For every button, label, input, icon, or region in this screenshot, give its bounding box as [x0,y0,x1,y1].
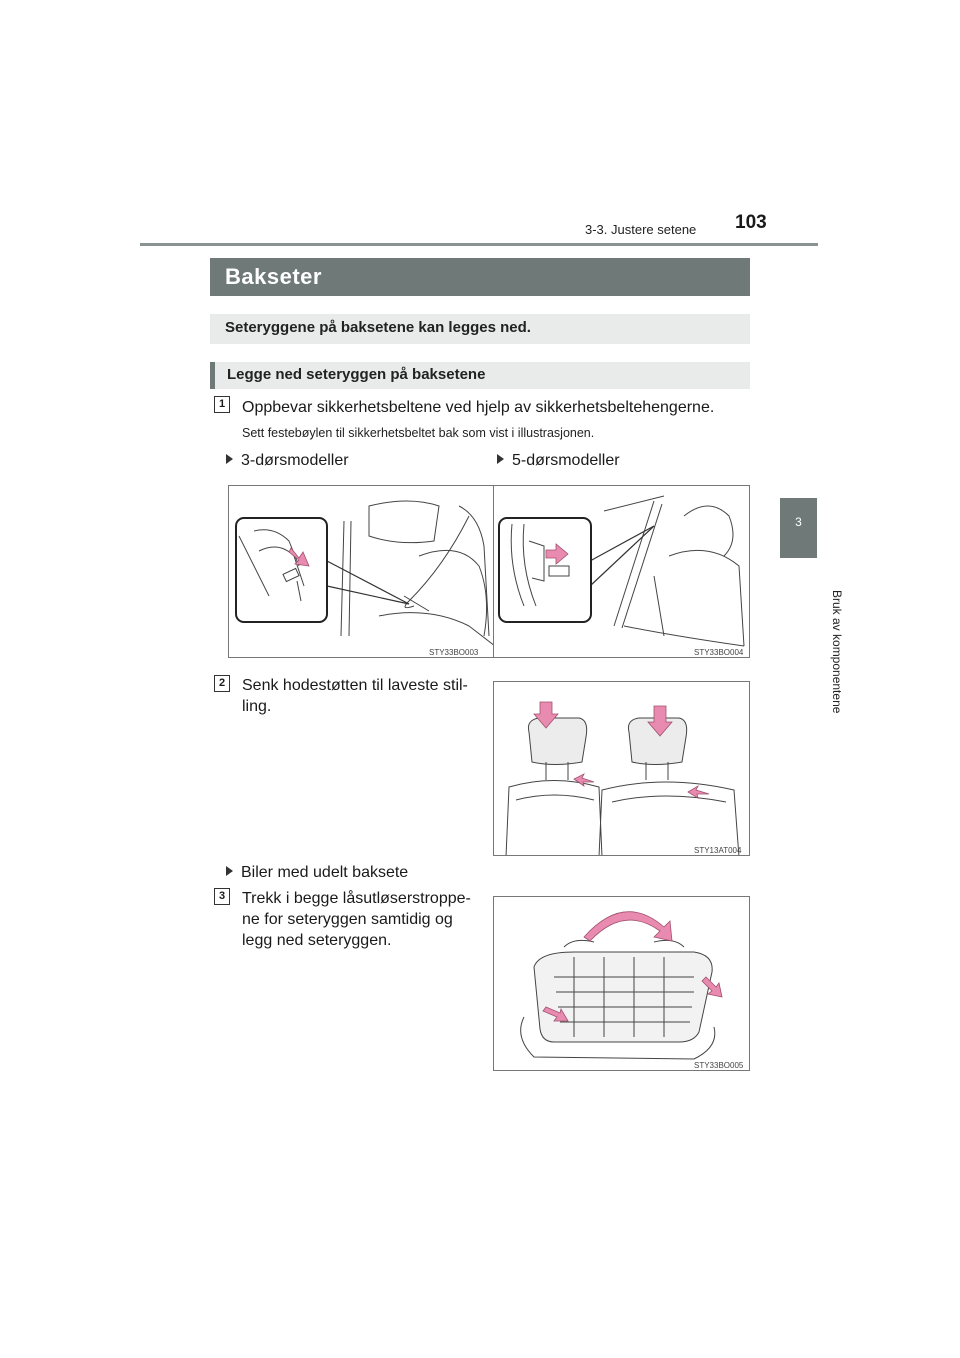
fold-seatback-illustration [520,911,723,1060]
section-title: Bakseter [225,264,322,289]
variant-5door: 5-dørsmodeller [497,450,620,471]
chapter-title: Bruk av komponentene [830,590,844,714]
step-2-badge: 2 [214,675,230,692]
header-rule [140,243,818,246]
triangle-bullet-icon [226,866,233,876]
step-3-text: Trekk i begge låsutløserstroppe- ne for … [242,888,478,951]
variant-5door-label: 5-dørsmodeller [512,452,620,469]
step-2-text: Senk hodestøtten til laveste stil- ling. [242,675,482,717]
figure-code: STY33BO005 [694,1061,744,1070]
step-2-text-line1: Senk hodestøtten til laveste stil- [242,677,468,694]
figure-headrest: STY13AT004 [493,681,750,856]
step-1-note: Sett festebøylen til sikkerhetsbeltet ba… [242,426,595,440]
figure-code: STY33BO003 [429,648,479,657]
intro-box: Seteryggene på baksetene kan legges ned. [210,314,750,344]
figure-code: STY33BO004 [694,648,744,657]
step-3-text-line2: ne for seteryggen samtidig og [242,911,453,928]
headrest-illustration [505,701,740,855]
subheading-bar: Legge ned seteryggen på baksetene [210,362,750,389]
section-title-bar: Bakseter [210,258,750,296]
variant-3door-label: 3-dørsmodeller [241,452,349,469]
triangle-bullet-icon [226,454,233,464]
seatbelt-illustration-3door [235,500,493,646]
running-header: 3-3. Justere setene [585,222,697,237]
variant-split-seat: Biler med udelt baksete [226,862,408,883]
step-3-text-line3: legg ned seteryggen. [242,932,392,949]
chapter-tab: 3 [780,498,817,558]
variant-3door: 3-dørsmodeller [226,450,349,471]
intro-text: Seteryggene på baksetene kan legges ned. [225,319,531,336]
step-3-badge: 3 [214,888,230,905]
figure-code: STY13AT004 [694,846,742,855]
page-number: 103 [735,212,767,233]
seatbelt-illustration-5door [498,495,745,647]
step-3-text-line1: Trekk i begge låsutløserstroppe- [242,890,471,907]
figure-3door-seatbelt: STY33BO003 [228,485,494,658]
variant-split-seat-label: Biler med udelt baksete [241,864,409,881]
subheading: Legge ned seteryggen på baksetene [227,366,486,383]
step-1-text: Oppbevar sikkerhetsbeltene ved hjelp av … [242,399,715,416]
figure-5door-seatbelt: STY33BO004 [493,485,750,658]
step-2-text-line2: ling. [242,698,272,715]
step-1-badge: 1 [214,396,230,413]
figure-fold-seatback: STY33BO005 [493,896,750,1071]
triangle-bullet-icon [497,454,504,464]
